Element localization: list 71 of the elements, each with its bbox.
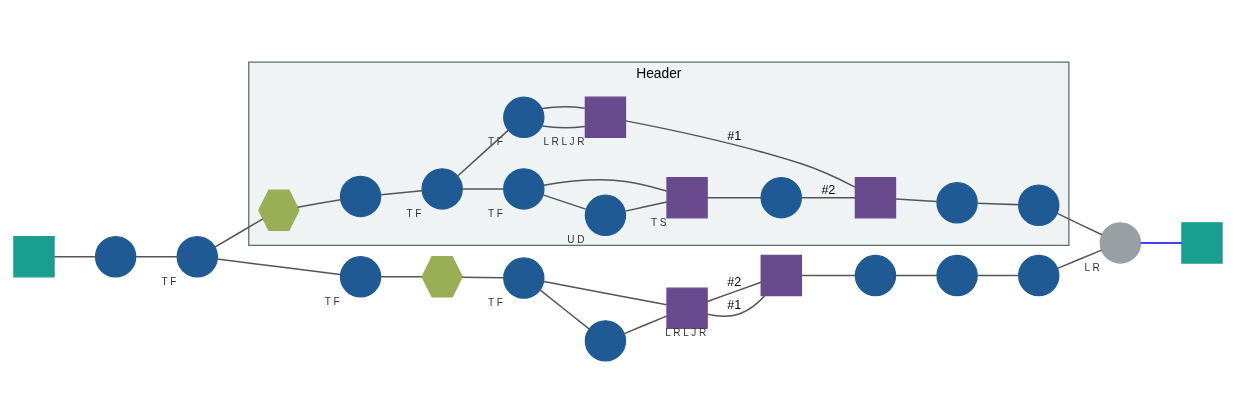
node-label: L R L J R [543,136,585,148]
connector [296,198,342,208]
node-label: T F [161,275,177,287]
connector [624,201,668,212]
edge-label: #2 [821,182,836,197]
node-circle [854,254,897,297]
connector [541,125,586,129]
node-box [854,177,897,219]
node-label: T F [324,295,340,307]
connector [1056,212,1103,236]
node-label: T F [488,297,503,309]
node-label: T S [651,216,667,228]
edge-label: #1 [727,128,742,143]
connector [539,289,590,330]
edge-label: #1 [727,298,742,313]
connector [542,194,587,210]
node-box [666,287,708,329]
node-circle [503,257,545,299]
connector [706,281,762,303]
connector [895,198,938,203]
node-hexagon [258,189,300,231]
connector [543,280,668,306]
connector [706,295,766,317]
connector [1140,242,1183,244]
node-circle [421,168,463,210]
connector [541,106,586,110]
node-circle [936,254,978,297]
node-circle [584,194,627,236]
node-circle [503,96,545,139]
node-box [666,177,708,219]
connector [976,202,1020,206]
node-label: U D [567,234,585,246]
node-circle [760,177,802,219]
node-box [760,254,802,297]
connector [457,129,509,177]
connector [623,315,668,335]
connector [214,218,264,248]
connector [976,274,1020,277]
node-box [584,96,627,139]
node-label: T F [406,208,422,220]
node-label: L R [1084,262,1100,274]
connector [1056,249,1103,270]
connector [380,189,423,196]
connector [625,120,856,188]
node-circle [503,168,545,210]
connector [135,256,178,258]
node-circle [1099,222,1142,264]
node-circle [339,175,382,218]
connector [461,276,505,279]
node-circle [94,236,137,278]
connector [800,196,856,199]
node-box [1181,222,1223,264]
node-circle [936,182,978,224]
connector [542,179,668,192]
node-circle [339,256,382,298]
node-label: T F [488,208,503,220]
node-label: L R L J R [665,327,707,339]
connector [216,258,341,276]
node-circle [1018,254,1060,297]
node-hexagon [421,256,463,298]
connector [461,188,505,190]
connector [895,274,938,277]
connector [53,256,97,258]
node-circle [1018,184,1060,226]
node-circle [584,320,627,362]
node-circle [176,236,218,278]
connector [706,196,762,199]
connector [800,274,856,277]
connector [380,276,423,278]
edge-label: #2 [727,274,742,289]
node-box [13,236,55,278]
